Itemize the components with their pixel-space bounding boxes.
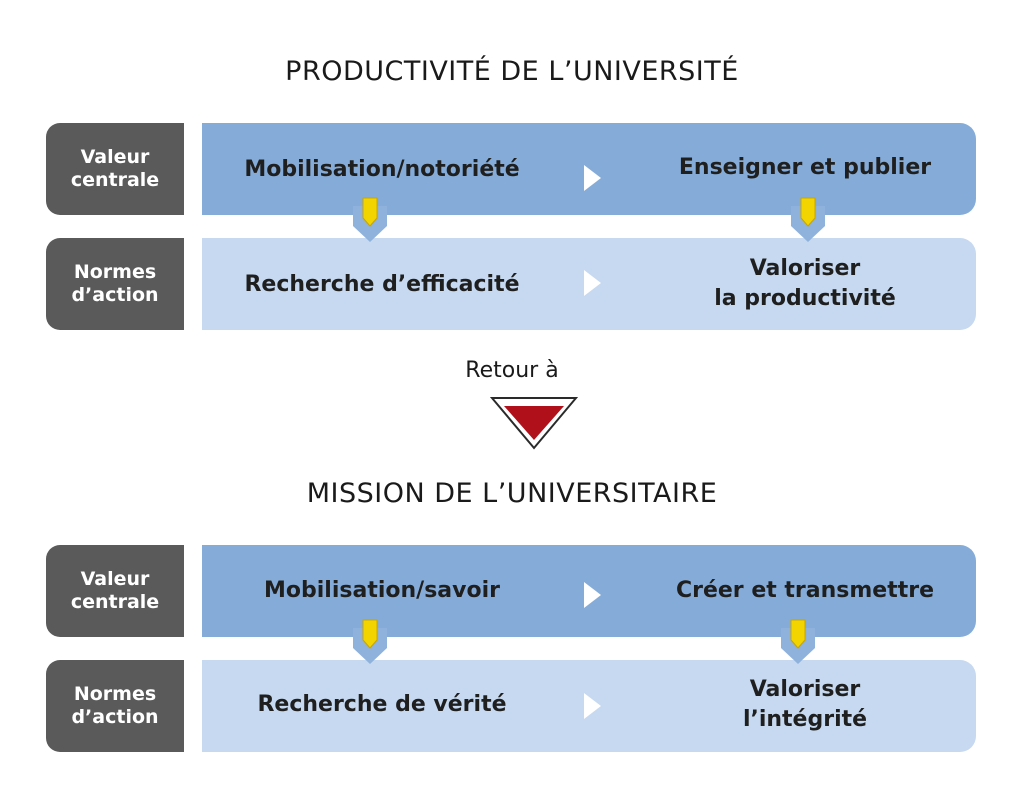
section-2-row-2-arrow-icon [584, 693, 601, 719]
section-2-right-down-arrow-icon [781, 619, 815, 664]
section-2-row-2-right-text: Valoriser l’intégrité [742, 677, 868, 732]
section-2-row-2-left-text: Recherche de vérité [257, 692, 507, 717]
section-1-title: PRODUCTIVITÉ DE L’UNIVERSITÉ [285, 56, 739, 87]
section-1-row-2-label: Normes d’action [46, 238, 184, 330]
section-1-left-down-arrow-icon [353, 197, 387, 242]
section-1-row-1-right-text: Enseigner et publier [678, 155, 932, 180]
section-2-row-1-label: Valeur centrale [46, 545, 184, 637]
section-1-right-down-arrow-icon [791, 197, 825, 242]
section-1-row-2-left-text: Recherche d’efficacité [244, 272, 520, 297]
section-2-row-1-right-text: Créer et transmettre [675, 578, 935, 603]
section-1-row-1-arrow-icon [584, 165, 601, 191]
section-2-row-2-label: Normes d’action [46, 660, 184, 752]
section-2-title: MISSION DE L’UNIVERSITAIRE [306, 478, 718, 509]
section-1-row-1-label: Valeur centrale [46, 123, 184, 215]
section-2-row-1-left-text: Mobilisation/savoir [264, 578, 500, 603]
section-1-row-2-arrow-icon [584, 270, 601, 296]
section-1-row-2-right-text: Valoriser la productivité [714, 256, 896, 311]
connector-label: Retour à [465, 358, 559, 383]
down-triangle-icon [490, 397, 578, 450]
section-1-row-1-left-text: Mobilisation/notoriété [244, 157, 520, 182]
section-2-row-1-arrow-icon [584, 582, 601, 608]
section-2-left-down-arrow-icon [353, 619, 387, 664]
